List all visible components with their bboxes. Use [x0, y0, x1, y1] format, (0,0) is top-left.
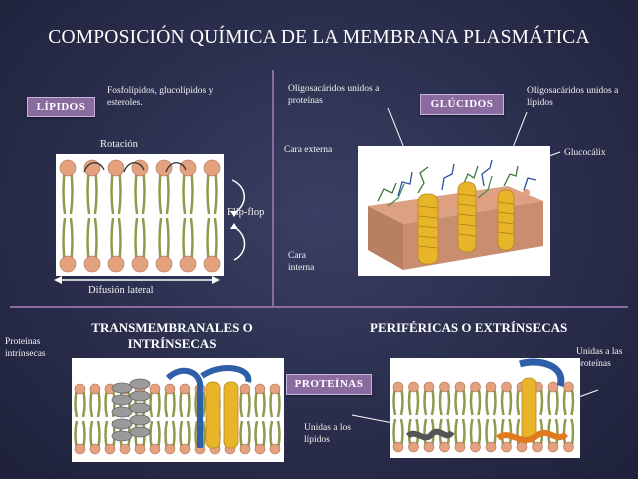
phospholipid-head: [104, 443, 116, 455]
transmembrane-lipids: [74, 383, 281, 455]
transmembrane-heading: TRANSMEMBRANALES O INTRÍNSECAS: [91, 320, 253, 351]
phospholipid-head: [423, 381, 435, 393]
flipflop-label: Flip-flop: [227, 207, 265, 218]
phospholipid-head: [107, 255, 125, 273]
phospholipid-head: [59, 159, 77, 177]
phospholipid-head: [439, 441, 450, 453]
lateral-arrow: [54, 276, 220, 284]
lipids-description: Fosfolípidos, glucolípidos y esteroles.: [107, 86, 214, 108]
phospholipid-head: [254, 383, 266, 395]
phospholipid-head: [179, 443, 191, 455]
phospholipid-head: [164, 383, 176, 395]
phospholipid-head: [179, 159, 197, 177]
peripheral-lipids: [392, 381, 575, 453]
phospholipid-head: [485, 441, 497, 453]
phospholipid-head: [481, 195, 488, 202]
phospholipid-head: [107, 159, 125, 177]
transmembrane-figure: [72, 358, 284, 462]
page-title: COMPOSICIÓN QUÍMICA DE LA MEMBRANA PLASM…: [48, 27, 590, 48]
phospholipid-head: [131, 159, 149, 177]
phospholipid-head: [470, 441, 481, 453]
oligo-lipid-label: Oligosacáridos unidos a lípidos: [527, 86, 619, 108]
phospholipid-head: [203, 159, 221, 177]
flipflop-arrows: [230, 179, 246, 261]
phospholipid-head: [392, 381, 404, 393]
glycocalyx-svg: [368, 159, 543, 270]
phospholipid-head: [470, 381, 481, 393]
phospholipid-head: [439, 381, 450, 393]
phospholipid-head: [408, 441, 419, 453]
oligo-protein-label: Oligosacáridos unidos a proteínas: [288, 84, 380, 106]
phospholipid-head: [407, 205, 415, 213]
phospholipid-head: [269, 443, 281, 455]
vertical-divider: [272, 70, 274, 306]
phospholipid-head: [547, 441, 559, 453]
phospholipid-head: [89, 383, 101, 395]
phospholipid-head: [74, 383, 86, 395]
phospholipid-head: [239, 383, 251, 395]
phospholipid-head: [59, 255, 77, 273]
phospholipid-head: [179, 383, 191, 395]
phospholipid-head: [449, 199, 457, 207]
intrinsic-note: Proteínas intrínsecas: [5, 337, 46, 359]
rotation-label: Rotación: [100, 139, 138, 150]
peripheral-heading: PERIFÉRICAS O EXTRÍNSECAS: [370, 320, 568, 335]
phospholipid-head: [149, 383, 161, 395]
phospholipid-head: [547, 381, 559, 393]
glycocalyx-label: Glucocálix: [564, 148, 606, 158]
phospholipid-head: [523, 189, 530, 196]
external-face-label: Cara externa: [284, 145, 333, 155]
internal-face-label: Cara interna: [288, 251, 315, 273]
phospholipid-head: [563, 381, 574, 393]
peripheral-figure: [390, 358, 580, 458]
phospholipid-head: [155, 159, 173, 177]
phospholipid-head: [239, 443, 251, 455]
phospholipid-group: [59, 159, 221, 273]
phospholipid-head: [269, 383, 281, 395]
phospholipid-head: [397, 207, 404, 214]
phospholipid-head: [501, 441, 512, 453]
phospholipid-head: [408, 381, 419, 393]
phospholipid-head: [386, 208, 394, 216]
glucids-label: GLÚCIDOS: [420, 94, 504, 115]
phospholipid-head: [74, 443, 86, 455]
horizontal-divider: [10, 306, 628, 308]
phospholipid-head: [134, 443, 146, 455]
lateral-diffusion-label: Difusión lateral: [88, 285, 154, 296]
phospholipid-head: [501, 381, 512, 393]
lipids-label: LÍPIDOS: [27, 97, 95, 117]
phospholipid-head: [89, 443, 101, 455]
phospholipid-head: [485, 381, 497, 393]
peripheral-svg: [392, 358, 575, 453]
glycocalyx-figure: [358, 146, 550, 276]
phospholipid-head: [454, 381, 466, 393]
transmembrane-svg: [74, 365, 281, 455]
proteins-label: PROTEÍNAS: [286, 374, 372, 395]
phospholipid-head: [454, 441, 466, 453]
rotation-arrows: [83, 162, 187, 173]
lipid-bound-label: Unidas a los lípidos: [304, 423, 351, 445]
phospholipid-head: [491, 193, 499, 201]
lipid-bilayer-figure: [56, 154, 224, 276]
phospholipid-head: [563, 441, 574, 453]
phospholipid-head: [149, 443, 161, 455]
phospholipid-head: [131, 255, 149, 273]
phospholipid-head: [164, 443, 176, 455]
phospholipid-head: [516, 441, 528, 453]
phospholipid-head: [532, 441, 543, 453]
lipid-bilayer-svg: [59, 159, 221, 273]
phospholipid-head: [179, 255, 197, 273]
phospholipid-head: [254, 443, 266, 455]
protein-bound-label: Unidas a las proteínas: [576, 347, 623, 369]
phospholipid-head: [119, 443, 131, 455]
phospholipid-head: [439, 201, 446, 208]
phospholipid-head: [203, 255, 221, 273]
phospholipid-head: [155, 255, 173, 273]
phospholipid-head: [83, 255, 101, 273]
phospholipid-head: [83, 159, 101, 177]
phospholipid-head: [423, 441, 435, 453]
phospholipid-head: [392, 441, 404, 453]
